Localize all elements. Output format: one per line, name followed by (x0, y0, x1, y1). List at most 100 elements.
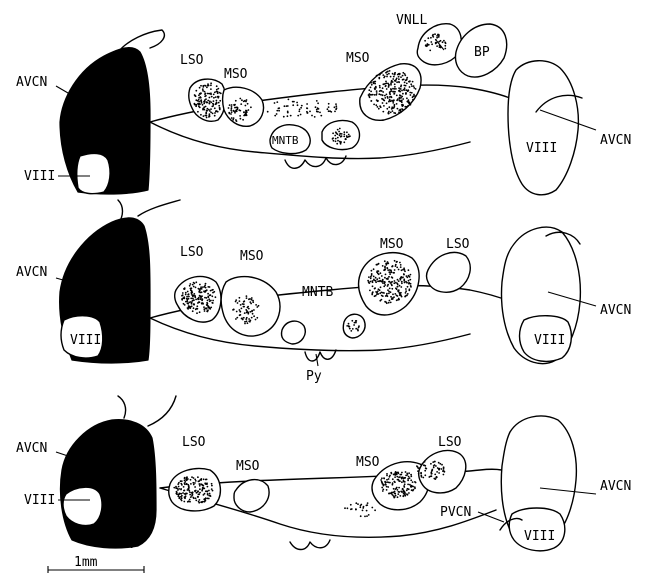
label-avcn-left-1: AVCN (16, 75, 47, 90)
stipple-dot (397, 493, 399, 495)
stipple-dot (242, 319, 244, 321)
stipple-dot (395, 488, 397, 490)
stipple-dot (385, 263, 387, 265)
stipple-dot (301, 105, 303, 107)
stipple-dot (236, 311, 238, 313)
stipple-dot (338, 131, 340, 133)
label-viii-left-3: VIII (24, 493, 55, 508)
stipple-dot (394, 476, 396, 478)
stipple-dot (394, 492, 396, 494)
stipple-dot (349, 135, 351, 137)
stipple-dot (231, 117, 233, 119)
stipple-dot (395, 471, 397, 473)
stipple-dot (384, 268, 386, 270)
stipple-dot (188, 298, 190, 300)
stipple-dot (306, 111, 308, 113)
stipple-dot (396, 299, 398, 301)
stipple-dot (402, 109, 404, 111)
stipple-dot (389, 273, 391, 275)
stipple-dot (413, 94, 415, 96)
stipple-dot (184, 496, 186, 498)
stipple-dot (206, 110, 208, 112)
stipple-dot (388, 478, 390, 480)
stipple-dot (283, 116, 285, 118)
stipple-dot (395, 495, 397, 497)
stipple-dot (190, 289, 192, 291)
stipple-dot (392, 293, 394, 295)
stipple-dot (386, 76, 388, 78)
stipple-dot (209, 493, 211, 495)
stipple-dot (213, 94, 215, 96)
stipple-dot (335, 103, 337, 105)
stipple-dot (192, 492, 194, 494)
stipple-dot (210, 112, 212, 114)
stipple-dot (241, 308, 243, 310)
stipple-dot (402, 93, 404, 95)
stipple-dot (191, 476, 193, 478)
stipple-dot (388, 271, 390, 273)
stipple-dot (371, 270, 373, 272)
stipple-dot (197, 103, 199, 105)
stipple-dot (386, 475, 388, 477)
stipple-dot (401, 481, 403, 483)
stipple-dot (430, 41, 432, 43)
stipple-dot (424, 465, 426, 467)
stipple-dot (388, 293, 390, 295)
stipple-dot (383, 484, 385, 486)
stipple-dot (278, 108, 280, 110)
stipple-dot (386, 267, 388, 269)
stipple-dot (208, 298, 210, 300)
stipple-dot (233, 110, 235, 112)
stipple-dot (381, 477, 383, 479)
stipple-dot (394, 83, 396, 85)
stipple-dot (240, 103, 242, 105)
stipple-dot (188, 490, 190, 492)
label-viii-right-3: VIII (524, 529, 555, 544)
stipple-dot (401, 96, 403, 98)
stipple-dot (200, 97, 202, 99)
stipple-dot (394, 93, 396, 95)
stipple-dot (428, 476, 430, 478)
stipple-dot (379, 289, 381, 291)
stipple-dot (410, 475, 412, 477)
stipple-dot (396, 476, 398, 478)
stipple-dot (240, 314, 242, 316)
stipple-dot (366, 510, 368, 512)
stipple-dot (392, 102, 394, 104)
stipple-dot (382, 295, 384, 297)
stipple-dot (216, 85, 218, 87)
stipple-dot (394, 481, 396, 483)
stipple-dot (387, 289, 389, 291)
stipple-dot (386, 479, 388, 481)
stipple-dot (339, 135, 341, 137)
stipple-dot (190, 496, 192, 498)
stipple-dot (381, 98, 383, 100)
stipple-dot (246, 295, 248, 297)
stipple-dot (200, 295, 202, 297)
stipple-dot (248, 320, 250, 322)
mso-left-2 (221, 277, 280, 336)
stipple-dot (372, 281, 374, 283)
stipple-dot (407, 90, 409, 92)
stipple-dot (388, 111, 390, 113)
stipple-dot (245, 101, 247, 103)
stipple-dot (396, 261, 398, 263)
stipple-dot (337, 133, 339, 135)
stipple-dot (284, 105, 286, 107)
stipple-dot (390, 112, 392, 114)
stipple-dot (386, 74, 388, 76)
stipple-dot (211, 96, 213, 98)
stipple-dot (381, 275, 383, 277)
stipple-dot (210, 82, 212, 84)
stipple-dot (398, 78, 400, 80)
stipple-dot (398, 491, 400, 493)
stipple-dot (246, 317, 248, 319)
stipple-dot (214, 115, 216, 117)
stipple-dot (411, 85, 413, 87)
stipple-dot (180, 498, 182, 500)
stipple-dot (393, 488, 395, 490)
stipple-dot (202, 90, 204, 92)
stipple-dot (247, 311, 249, 313)
stipple-dot (189, 306, 191, 308)
stipple-dot (232, 309, 234, 311)
